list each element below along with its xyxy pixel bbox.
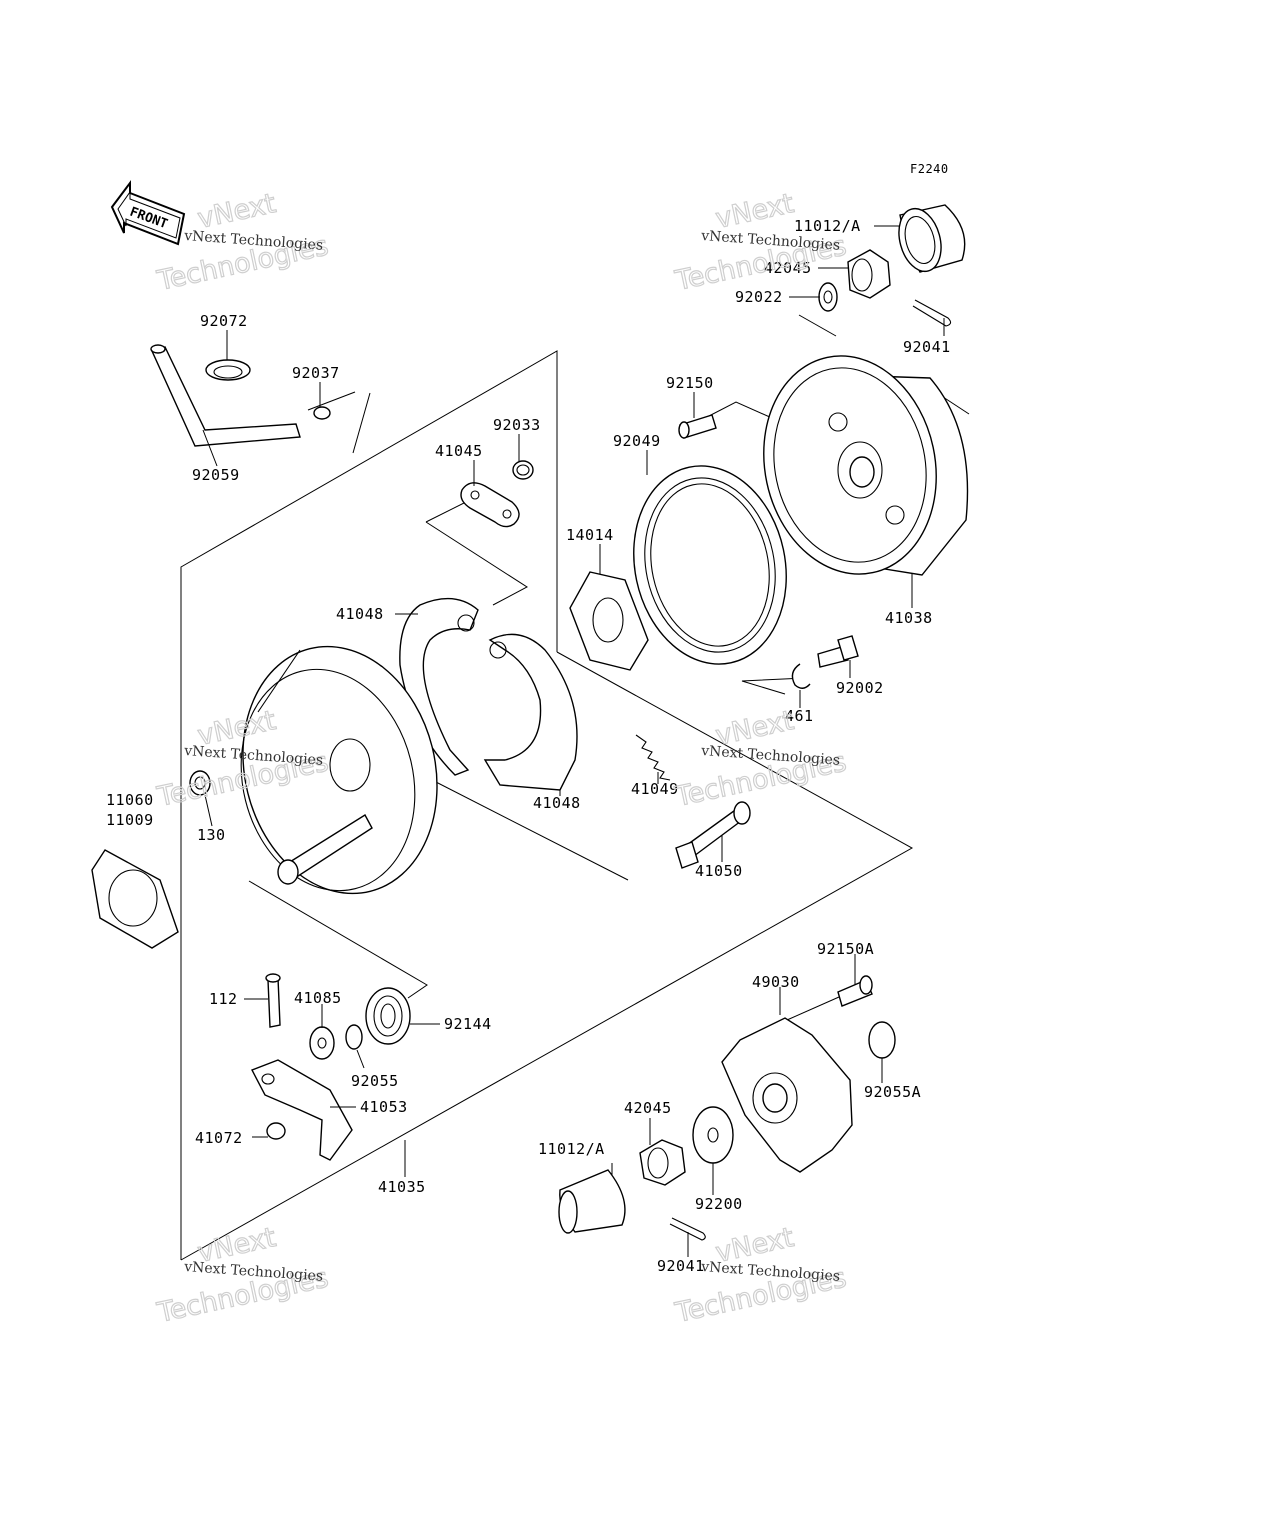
label-49030: 49030 bbox=[752, 973, 800, 991]
label-41053: 41053 bbox=[360, 1098, 408, 1116]
assembly-outline bbox=[180, 314, 970, 1261]
label-92002: 92002 bbox=[836, 679, 884, 697]
label-92041-bottom: 92041 bbox=[657, 1257, 705, 1275]
label-92072: 92072 bbox=[200, 312, 248, 330]
hose-92059 bbox=[150, 344, 301, 447]
watermark-top-right: vNext Technologies vNext Technologies bbox=[671, 188, 849, 298]
lever-41053 bbox=[251, 1059, 353, 1161]
label-11012a-top: 11012/A bbox=[794, 217, 861, 235]
label-130: 130 bbox=[197, 826, 226, 844]
bolt-112 bbox=[265, 973, 281, 1028]
label-42045-bottom: 42045 bbox=[624, 1099, 672, 1117]
o-ring-92055a bbox=[868, 1021, 896, 1059]
ring-461 bbox=[791, 663, 811, 689]
watermark-top-left: vNext Technologies vNext Technologies bbox=[153, 188, 331, 298]
label-92049: 92049 bbox=[613, 432, 661, 450]
spring-92144 bbox=[365, 987, 411, 1045]
label-92144: 92144 bbox=[444, 1015, 492, 1033]
gasket-11060-11009 bbox=[91, 849, 179, 949]
clamp-92072 bbox=[205, 359, 251, 381]
leader-lines bbox=[202, 225, 945, 1257]
nut-130 bbox=[189, 770, 211, 796]
label-92041-top: 92041 bbox=[903, 338, 951, 356]
label-11060: 11060 bbox=[106, 791, 154, 809]
backing-plate-41035 bbox=[240, 645, 438, 895]
label-461: 461 bbox=[785, 707, 814, 725]
washer-41085 bbox=[309, 1026, 335, 1060]
nut-42045-bottom bbox=[639, 1139, 686, 1186]
front-arrow: FRONT bbox=[110, 180, 186, 246]
label-92059: 92059 bbox=[192, 466, 240, 484]
label-92033: 92033 bbox=[493, 416, 541, 434]
label-92055a: 92055A bbox=[864, 1083, 921, 1101]
svg-text:vNext: vNext bbox=[195, 188, 279, 235]
label-92037: 92037 bbox=[292, 364, 340, 382]
label-92022: 92022 bbox=[735, 288, 783, 306]
label-112: 112 bbox=[209, 990, 238, 1008]
label-41045: 41045 bbox=[435, 442, 483, 460]
hub-flange-49030 bbox=[721, 1017, 853, 1173]
cap-11012a-top bbox=[898, 204, 966, 273]
spring-41049 bbox=[635, 734, 671, 781]
nut-41072 bbox=[266, 1122, 286, 1140]
watermark-mid-right: vNext Technologies vNext Technologies bbox=[671, 705, 849, 814]
label-92055: 92055 bbox=[351, 1072, 399, 1090]
label-92150: 92150 bbox=[666, 374, 714, 392]
label-11012a-bottom: 11012/A bbox=[538, 1140, 605, 1158]
bolt-92150 bbox=[678, 414, 717, 439]
label-41085: 41085 bbox=[294, 989, 342, 1007]
cam-shaft-41050 bbox=[675, 801, 751, 869]
label-14014: 14014 bbox=[566, 526, 614, 544]
label-41049: 41049 bbox=[631, 780, 679, 798]
label-92200: 92200 bbox=[695, 1195, 743, 1213]
brake-shoe-41048-bottom bbox=[483, 633, 578, 791]
clip-92037 bbox=[313, 406, 331, 420]
washer-92200 bbox=[692, 1106, 734, 1164]
label-41072: 41072 bbox=[195, 1129, 243, 1147]
washer-92022 bbox=[818, 282, 838, 312]
label-41035: 41035 bbox=[378, 1178, 426, 1196]
gasket-14014 bbox=[569, 571, 649, 671]
svg-text:vNext: vNext bbox=[713, 188, 797, 235]
bolt-92002 bbox=[817, 635, 859, 668]
bolt-92150a bbox=[837, 975, 873, 1007]
label-41048-top: 41048 bbox=[336, 605, 384, 623]
cotter-pin-92041-bottom bbox=[669, 1217, 706, 1241]
circlip-92033 bbox=[512, 460, 534, 480]
o-ring-92055 bbox=[345, 1024, 363, 1050]
label-42045-top: 42045 bbox=[764, 259, 812, 277]
brake-shoe-41048-top bbox=[399, 597, 479, 776]
label-11009: 11009 bbox=[106, 811, 154, 829]
link-plate-41045 bbox=[460, 482, 520, 528]
cap-11012a-bottom bbox=[558, 1169, 626, 1234]
brake-drum-41038 bbox=[763, 355, 969, 576]
part-labels: 11012/A 42045 92022 92041 92072 92037 92… bbox=[106, 217, 951, 1275]
label-41050: 41050 bbox=[695, 862, 743, 880]
cotter-pin-92041-top bbox=[912, 299, 952, 327]
label-41048-bottom: 41048 bbox=[533, 794, 581, 812]
seal-ring-92049 bbox=[633, 465, 787, 665]
nut-42045-top bbox=[847, 249, 891, 299]
label-41038: 41038 bbox=[885, 609, 933, 627]
diagram-code: F2240 bbox=[910, 162, 949, 176]
label-92150a: 92150A bbox=[817, 940, 874, 958]
